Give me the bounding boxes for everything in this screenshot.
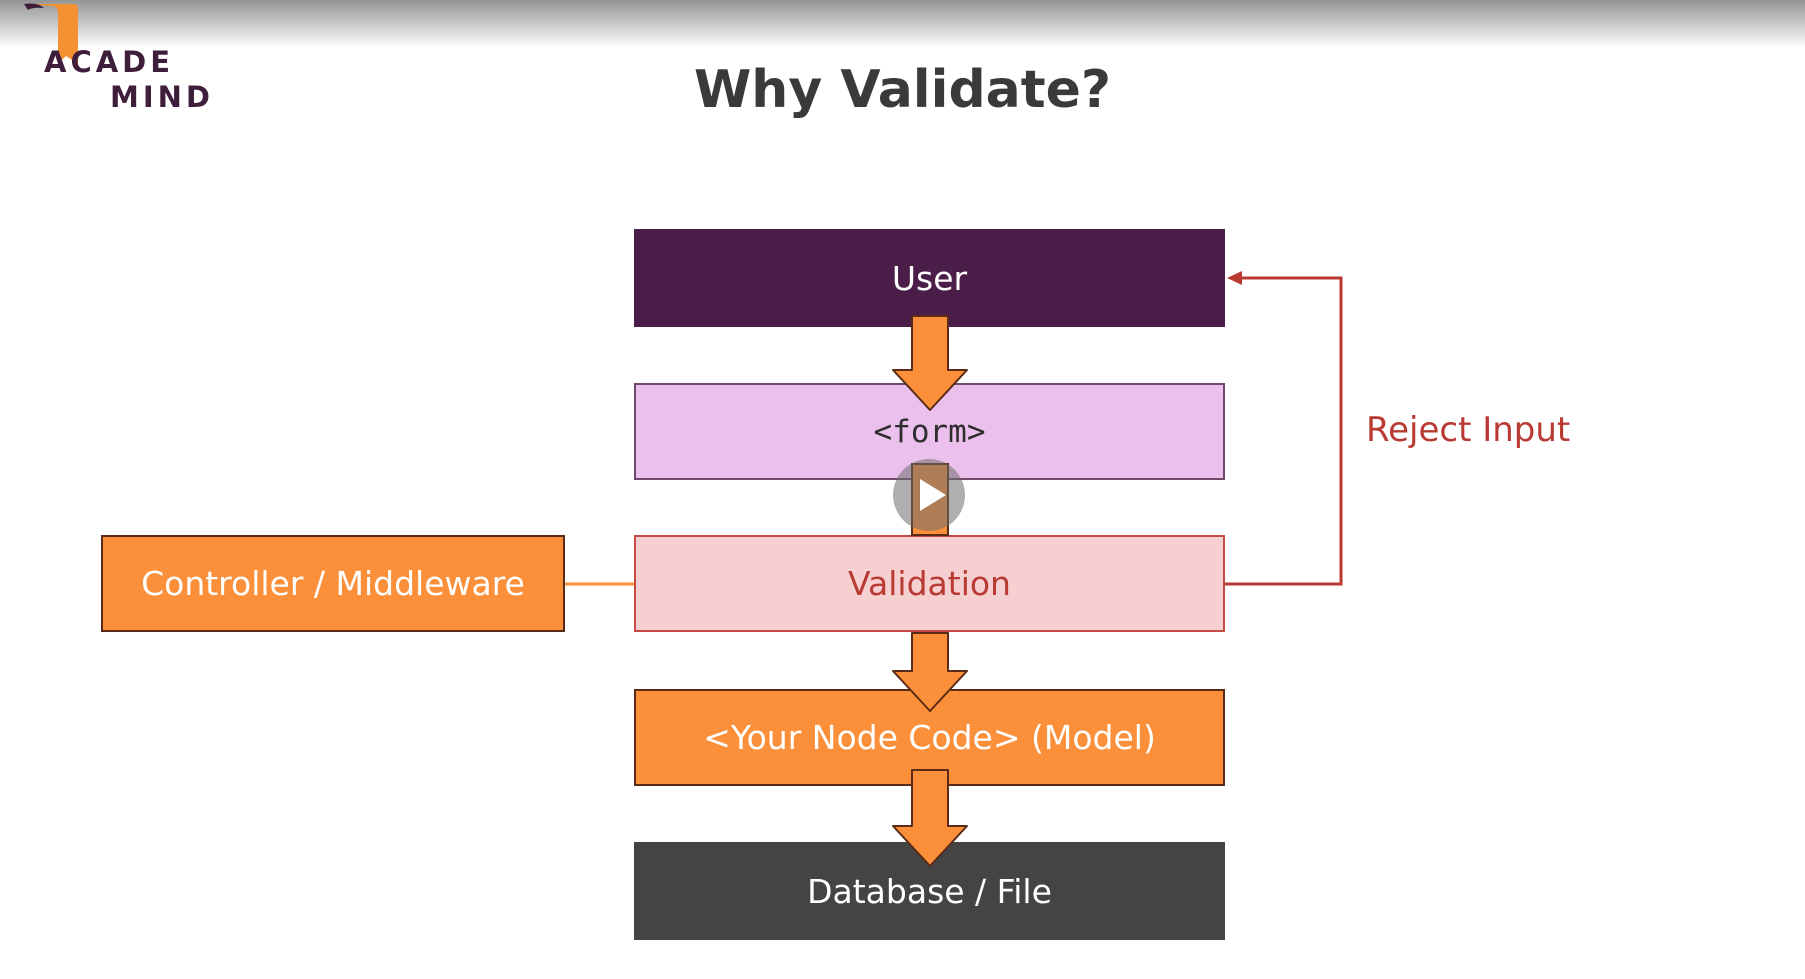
reject-input-arrow xyxy=(1225,276,1343,586)
node-code-node: <Your Node Code> (Model) xyxy=(634,689,1225,786)
slide-title: Why Validate? xyxy=(693,60,1112,120)
controller-middleware-node: Controller / Middleware xyxy=(101,535,565,632)
play-button[interactable] xyxy=(893,459,965,531)
academind-logo: ACADE MIND xyxy=(22,2,222,112)
scroll-logo-icon xyxy=(24,3,78,64)
reject-input-label: Reject Input xyxy=(1366,410,1571,450)
video-top-shade xyxy=(0,0,1805,48)
database-file-node: Database / File xyxy=(634,842,1225,940)
logo-text-line2: MIND xyxy=(110,80,214,114)
reject-input-arrowhead xyxy=(1227,271,1242,285)
logo-text-line1: ACADE xyxy=(44,45,175,79)
validation-node: Validation xyxy=(634,535,1225,632)
user-node: User xyxy=(634,229,1225,327)
play-icon xyxy=(920,479,946,511)
